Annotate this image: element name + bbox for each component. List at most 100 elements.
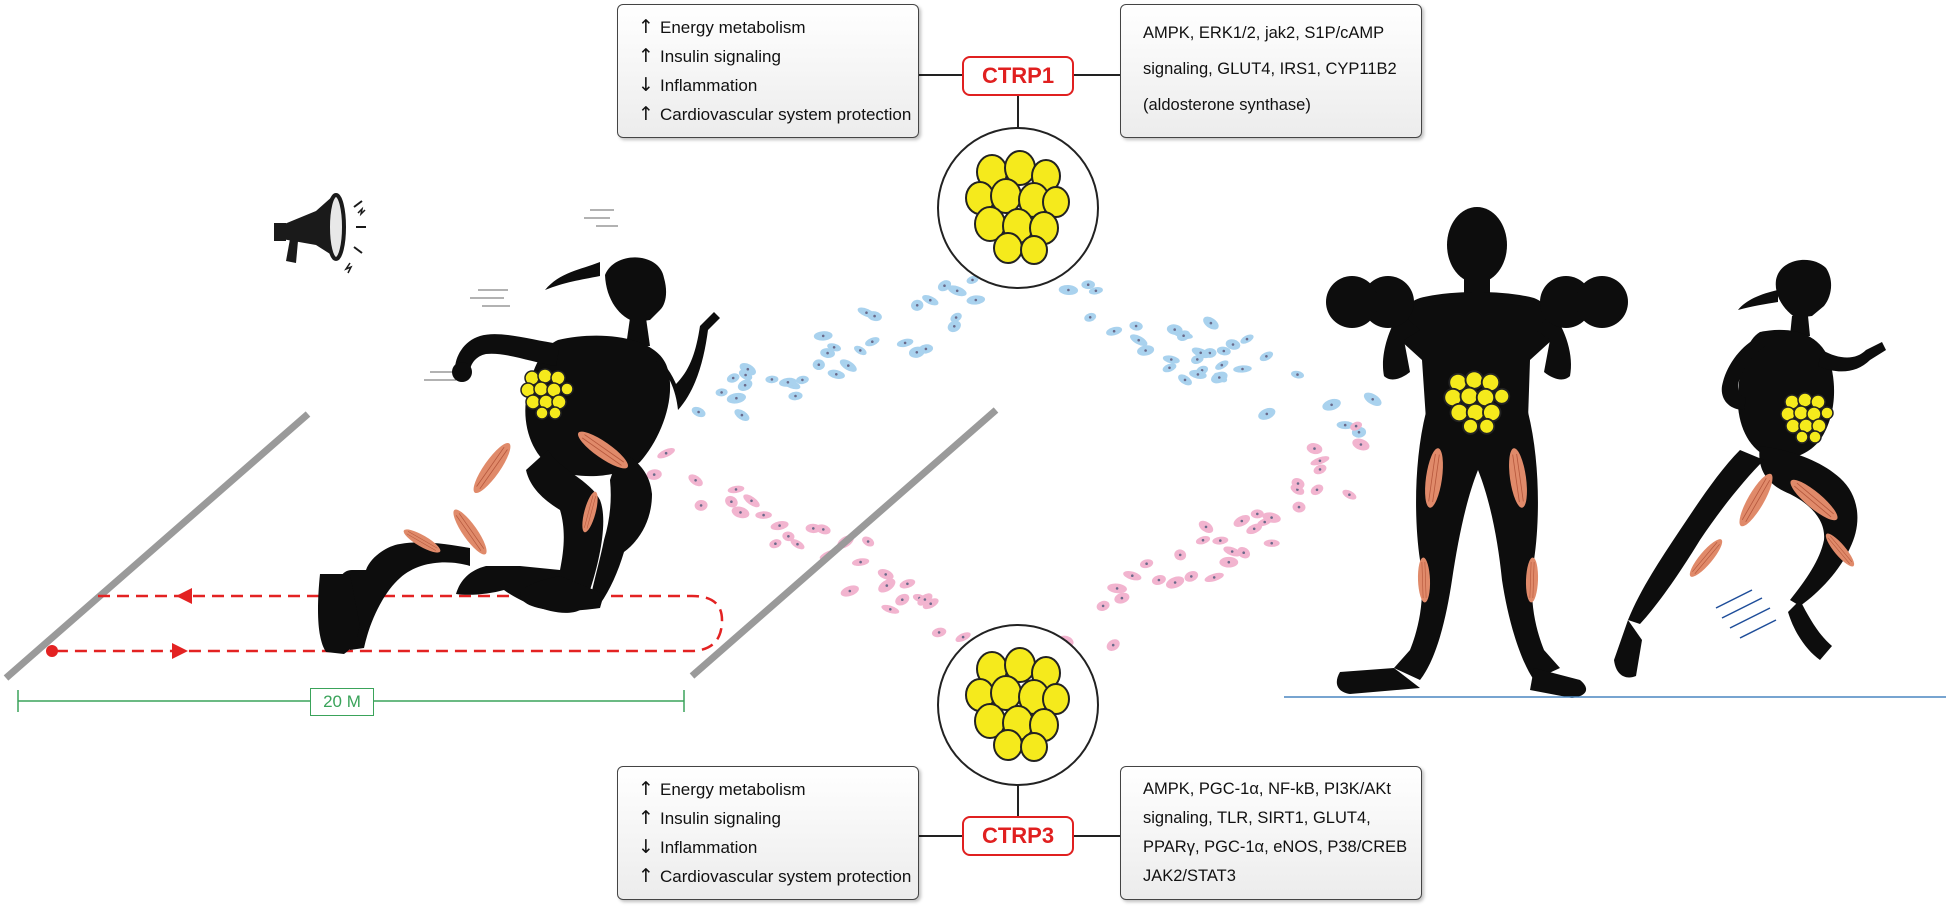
cell-nucleus: [762, 513, 765, 517]
cell-nucleus: [1196, 358, 1199, 361]
ctrp3-fat-cell-circle: [937, 624, 1099, 786]
cell-nucleus: [1222, 349, 1226, 353]
cell-nucleus: [1204, 525, 1208, 529]
cell-nucleus: [1209, 321, 1213, 325]
cell-nucleus: [1088, 316, 1092, 319]
cell-nucleus: [796, 542, 799, 546]
cell-nucleus: [929, 602, 932, 605]
cell-nucleus: [859, 560, 862, 564]
ctrp3-badge: CTRP3: [962, 816, 1074, 856]
cell-nucleus: [1190, 575, 1193, 578]
ctrp1-effect-inflammation: ↓Inflammation: [638, 74, 758, 96]
cell-nucleus: [1182, 334, 1185, 338]
cell-nucleus: [906, 582, 909, 586]
cell-nucleus: [1230, 550, 1234, 553]
ctrp1-effect-energy: ↑Energy metabolism: [638, 16, 806, 38]
cell-nucleus: [961, 635, 965, 639]
cell-nucleus: [1315, 488, 1319, 492]
track-start-line: [3, 411, 311, 681]
cell-nucleus: [1240, 519, 1244, 523]
cell-nucleus: [1313, 447, 1316, 450]
ctrp1-effects-box: ↑Energy metabolism ↑Insulin signaling ↓I…: [617, 4, 919, 138]
cell-nucleus: [1241, 367, 1244, 371]
ctrp1-secreted-cells: [691, 275, 1382, 438]
cell-nucleus: [746, 367, 750, 371]
cell-nucleus: [1296, 488, 1299, 491]
cell-nucleus: [1201, 538, 1205, 542]
cell-nucleus: [1231, 343, 1235, 346]
cell-nucleus: [953, 325, 956, 328]
ctrp1-badge: CTRP1: [962, 56, 1074, 96]
cell-nucleus: [787, 535, 790, 538]
cell-nucleus: [971, 278, 974, 282]
ctrp3-effects-box: ↑Energy metabolism ↑Insulin signaling ↓I…: [617, 766, 919, 900]
cell-nucleus: [1343, 423, 1347, 427]
cell-nucleus: [1359, 443, 1363, 446]
cell-nucleus: [937, 631, 941, 634]
runner-silhouette: [318, 257, 720, 654]
cell-nucleus: [731, 376, 735, 380]
track-end-line: [689, 407, 999, 679]
cell-nucleus: [1227, 560, 1231, 564]
cell-nucleus: [664, 451, 668, 455]
ctrp1-pathway-line: (aldosterone synthase): [1143, 96, 1311, 114]
cell-nucleus: [835, 373, 838, 376]
cell-nucleus: [1348, 493, 1351, 497]
ctrp3-pathway-line: AMPK, PGC-1α, NF-kB, PI3K/AKt: [1143, 780, 1391, 798]
cell-nucleus: [1296, 482, 1300, 485]
cell-nucleus: [1220, 363, 1224, 367]
cell-nucleus: [1086, 283, 1090, 287]
cell-nucleus: [1371, 398, 1374, 401]
cell-nucleus: [885, 584, 889, 587]
cell-nucleus: [1157, 578, 1161, 582]
ctrp3-effect-insulin: ↑Insulin signaling: [638, 807, 781, 829]
ctrp3-effect-cardio: ↑Cardiovascular system protection: [638, 865, 912, 887]
cell-nucleus: [1111, 643, 1115, 647]
cell-nucleus: [1183, 378, 1187, 382]
ctrp1-effect-insulin: ↑Insulin signaling: [638, 45, 781, 67]
cell-nucleus: [1137, 338, 1140, 342]
cell-nucleus: [848, 589, 852, 593]
cell-nucleus: [1112, 329, 1116, 333]
cell-nucleus: [774, 542, 777, 545]
ctrp3-pathway-line: JAK2/STAT3: [1143, 867, 1236, 885]
cell-nucleus: [822, 528, 825, 531]
cell-nucleus: [730, 500, 733, 504]
cell-nucleus: [801, 378, 804, 382]
ctrp1-pathways-box: AMPK, ERK1/2, jak2, S1P/cAMP signaling, …: [1120, 4, 1422, 138]
cell-nucleus: [694, 479, 697, 482]
cell-nucleus: [1296, 373, 1299, 376]
ctrp3-pathway-line: PPARγ, PGC-1α, eNOS, P38/CREB: [1143, 838, 1408, 856]
cell-nucleus: [652, 473, 656, 476]
cell-nucleus: [954, 316, 958, 319]
cell-nucleus: [821, 334, 825, 338]
cell-nucleus: [903, 341, 907, 345]
cell-nucleus: [865, 311, 868, 315]
cell-nucleus: [1256, 512, 1259, 516]
ctrp3-secreted-cells: [602, 408, 1370, 651]
cell-nucleus: [826, 351, 829, 355]
cell-nucleus: [1330, 403, 1333, 407]
cell-nucleus: [884, 573, 887, 576]
cell-nucleus: [1120, 596, 1124, 600]
shuttle-run-path: [46, 588, 724, 659]
cell-nucleus: [955, 289, 959, 293]
cell-nucleus: [1219, 539, 1222, 542]
jogger-silhouette: [1614, 259, 1886, 678]
cell-nucleus: [1115, 587, 1119, 590]
cell-nucleus: [1270, 541, 1273, 545]
ctrp1-effect-cardio: ↑Cardiovascular system protection: [638, 103, 912, 125]
cell-nucleus: [735, 396, 738, 400]
cell-nucleus: [1212, 576, 1216, 579]
cell-nucleus: [1173, 581, 1177, 584]
cell-nucleus: [832, 346, 836, 349]
cell-nucleus: [873, 314, 876, 318]
cell-nucleus: [1168, 366, 1171, 370]
cell-nucleus: [923, 598, 927, 601]
cell-nucleus: [1178, 553, 1182, 557]
cell-nucleus: [871, 340, 874, 344]
cell-nucleus: [1318, 468, 1322, 471]
ctrp1-pathway-line: AMPK, ERK1/2, jak2, S1P/cAMP: [1143, 24, 1385, 42]
cell-nucleus: [750, 499, 753, 503]
